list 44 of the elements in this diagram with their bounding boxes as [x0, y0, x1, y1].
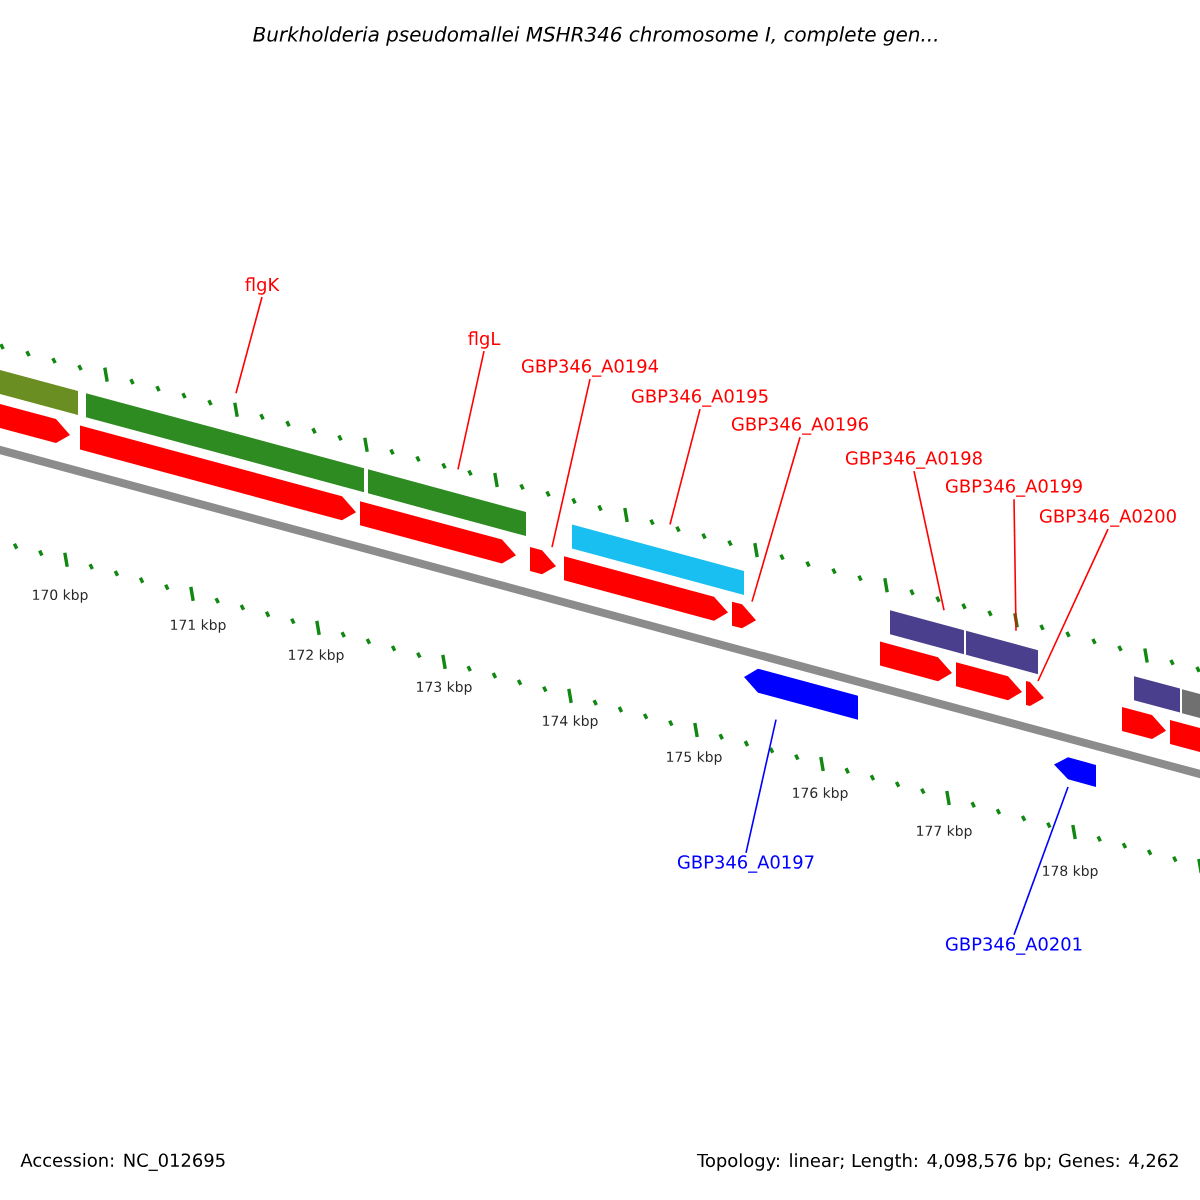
gene-label: GBP346_A0194 [521, 359, 659, 377]
gene-label: GBP346_A0198 [845, 451, 982, 469]
gene-feature [1122, 706, 1166, 740]
feature-bar [890, 610, 964, 655]
gene-feature [732, 601, 756, 629]
leader-line [745, 718, 777, 854]
feature-bar [966, 630, 1038, 675]
gene-feature [956, 662, 1022, 701]
leader-line [1013, 498, 1017, 632]
leader-line [457, 350, 485, 471]
gene-feature [0, 401, 70, 444]
gene-label: GBP346_A0196 [731, 417, 868, 435]
gene-label: GBP346_A0199 [945, 479, 1082, 497]
gene-feature [360, 501, 516, 564]
gene-label: GBP346_A0197 [677, 855, 814, 873]
leader-line [551, 378, 591, 548]
feature-bar [1134, 676, 1180, 713]
footer-text: Accession: NC_012695 [20, 1153, 225, 1171]
leader-line [669, 408, 701, 526]
feature-bar [0, 367, 78, 416]
gene-label: GBP346_A0200 [1039, 509, 1176, 527]
feature-bar [86, 393, 364, 493]
gene-feature [1054, 757, 1096, 787]
leader-line [1037, 528, 1109, 682]
gene-feature [80, 425, 356, 521]
gene-label: GBP346_A0195 [631, 389, 768, 407]
footer-text: Topology: linear; Length: 4,098,576 bp; Genes: 4,262 [696, 1153, 1178, 1171]
gene-feature [1026, 681, 1044, 707]
title: Burkholderia pseudomallei MSHR346 chromosome I, complete gen... [253, 26, 937, 46]
gene-label: GBP346_A0201 [945, 937, 1082, 955]
leader-line [913, 470, 945, 612]
gene-feature [880, 641, 952, 682]
feature-bar [572, 524, 744, 595]
feature-bar [368, 469, 526, 536]
feature-bar [1182, 689, 1200, 724]
gene-feature [530, 547, 556, 575]
gene-feature [744, 668, 858, 720]
gene-feature [564, 556, 728, 621]
gene-label: flgK [245, 277, 280, 295]
leader-line [751, 436, 801, 603]
leader-line [235, 296, 263, 395]
leader-line [1013, 786, 1069, 936]
gene-label: flgL [468, 331, 501, 349]
gene-feature [1170, 719, 1200, 754]
